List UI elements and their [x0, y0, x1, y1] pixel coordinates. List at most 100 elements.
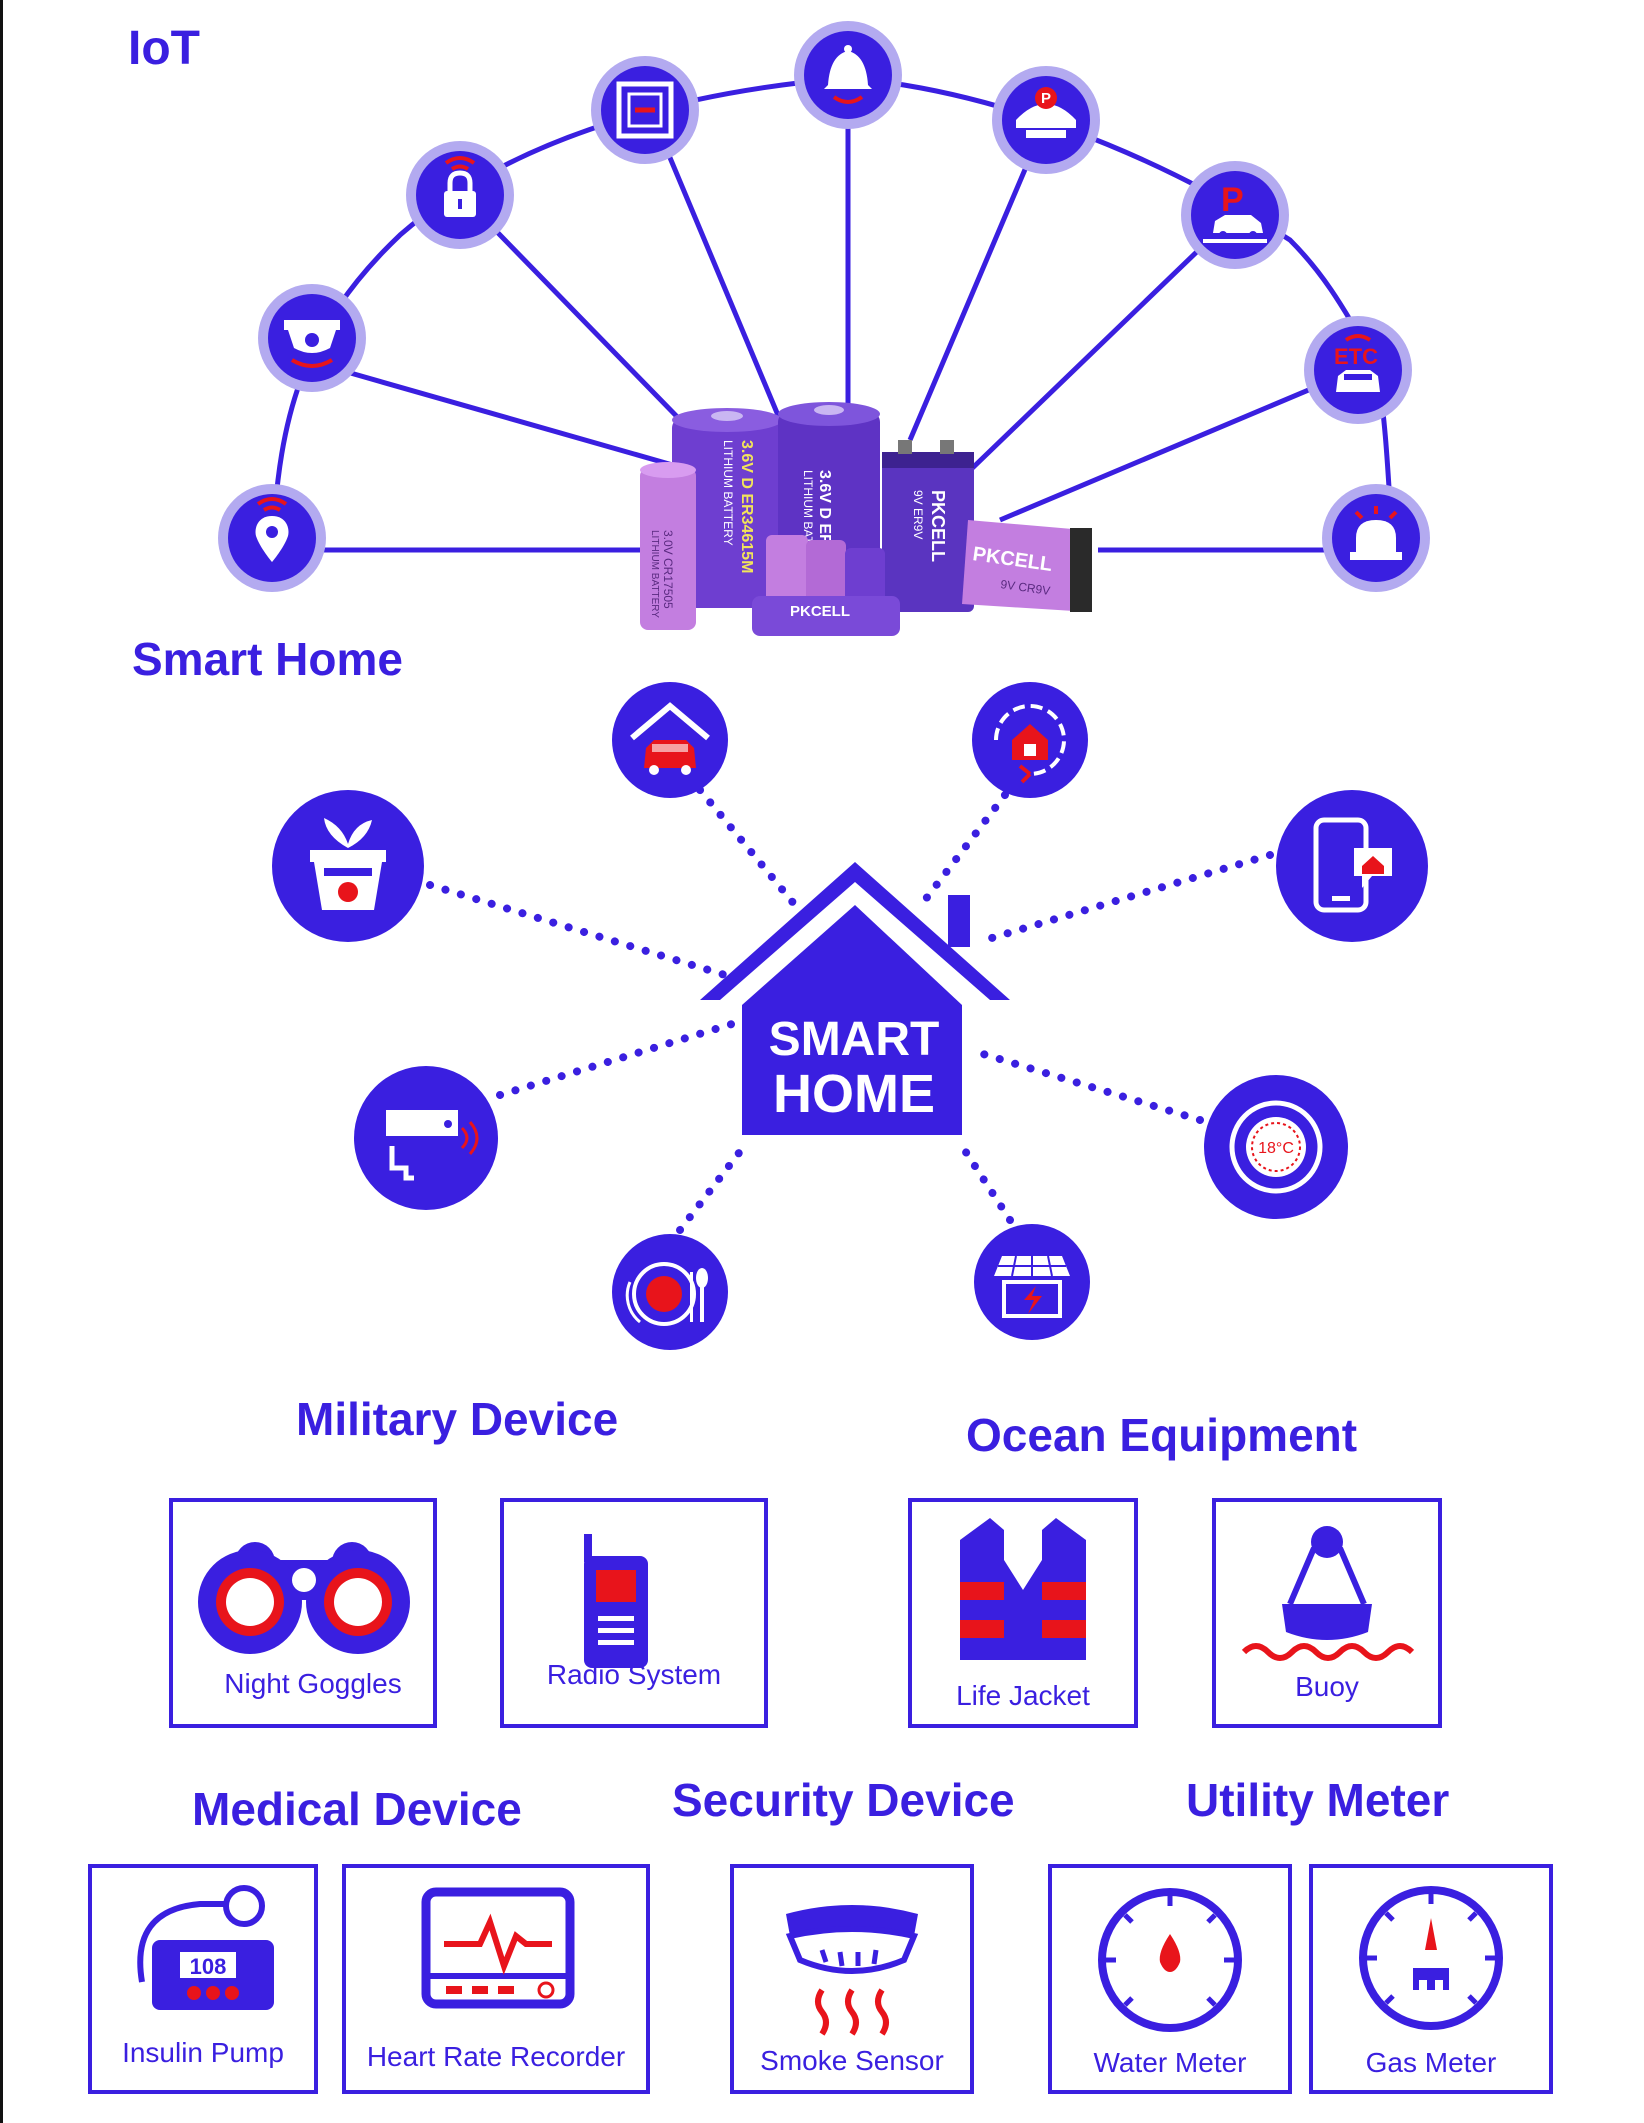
battery-sublabel: 9V CR9V	[1000, 577, 1051, 598]
smart-plant-pot-icon	[310, 818, 386, 910]
air-conditioner-icon	[386, 1110, 479, 1181]
smart-device-phone	[1276, 790, 1428, 942]
iot-node-camera	[258, 284, 366, 392]
battery-sublabel: LITHIUM BATTERY	[649, 530, 660, 618]
card-label: Smoke Sensor	[760, 2045, 944, 2076]
smart-device-garage	[612, 682, 728, 798]
medical-title: Medical Device	[192, 1783, 522, 1835]
battery-label: 3.6V D ER34615M	[738, 440, 755, 573]
iot-spoke	[339, 367, 691, 473]
iot-spoke	[907, 119, 1049, 441]
card-water-meter[interactable]: Water Meter	[1048, 1864, 1292, 2094]
house-label-line1: SMART	[769, 1013, 940, 1066]
security-section: Security Device Smoke Sensor	[672, 1774, 1015, 2094]
life-jacket-icon	[960, 1518, 1086, 1660]
battery-cr9v: PKCELL 9V CR9V	[962, 520, 1092, 612]
parking-car-icon: P	[1203, 181, 1267, 243]
iot-node-location	[218, 484, 326, 592]
thermostat-reading: 18°C	[1258, 1140, 1294, 1157]
location-pin-icon	[255, 497, 289, 562]
ocean-title: Ocean Equipment	[966, 1409, 1357, 1461]
battery-cluster: 3.6V D ER34615M LITHIUM BATTERY 3.6V D E…	[640, 402, 1092, 636]
battery-sublabel: 9V ER9V	[911, 490, 925, 539]
iot-spoke	[461, 195, 692, 432]
military-section: Military Device Night Goggles	[169, 1393, 768, 1728]
heart-monitor-icon	[421, 1887, 575, 2009]
card-smoke-sensor[interactable]: Smoke Sensor	[730, 1864, 974, 2094]
alarm-bell-icon	[824, 45, 872, 104]
smart-home-section: Smart Home SMART HOME	[132, 633, 1428, 1350]
card-label: Radio System	[547, 1659, 721, 1690]
battery-label: PKCELL	[928, 490, 948, 562]
card-heart-rate-recorder[interactable]: Heart Rate Recorder	[342, 1864, 650, 2094]
battery-label: 3.0V CR17505	[661, 530, 675, 609]
security-camera-icon	[284, 320, 340, 368]
iot-node-parking-barrier: P	[992, 66, 1100, 174]
phone-home-icon	[1313, 817, 1392, 913]
utility-title: Utility Meter	[1186, 1774, 1449, 1826]
battery-label: 3.6V D ER	[816, 470, 833, 546]
military-title: Military Device	[296, 1393, 618, 1445]
iot-node-warning	[1322, 484, 1430, 592]
thermostat-icon: 18°C	[1229, 1100, 1323, 1194]
night-goggles-icon	[198, 1542, 410, 1654]
buoy-icon	[1241, 1526, 1415, 1661]
card-gas-meter[interactable]: Gas Meter	[1309, 1864, 1553, 2094]
card-life-jacket[interactable]: Life Jacket	[908, 1498, 1138, 1728]
left-border	[0, 0, 3, 2123]
home-refresh-icon	[994, 704, 1066, 784]
battery-small-cells	[766, 535, 885, 608]
card-label: Heart Rate Recorder	[367, 2041, 625, 2072]
iot-spoke	[647, 109, 783, 421]
smart-home-house: SMART HOME	[700, 862, 1010, 1135]
etc-car-icon: ETC	[1334, 334, 1380, 392]
svg-text:ETC: ETC	[1334, 344, 1378, 369]
iot-node-safe	[591, 56, 699, 164]
card-night-goggles[interactable]: Night Goggles	[169, 1498, 437, 1728]
insulin-pump-icon: 108	[137, 1885, 274, 2010]
card-label: Night Goggles	[224, 1668, 401, 1699]
smart-home-title: Smart Home	[132, 633, 403, 685]
smart-device-plant	[272, 790, 424, 942]
gas-meter-icon	[1359, 1886, 1503, 2030]
svg-text:P: P	[1041, 90, 1051, 107]
card-label: Gas Meter	[1366, 2047, 1497, 2078]
smart-device-thermostat: 18°C	[1204, 1075, 1348, 1219]
card-radio-system[interactable]: Radio System	[500, 1498, 768, 1728]
card-label: Insulin Pump	[122, 2037, 284, 2068]
security-title: Security Device	[672, 1774, 1015, 1826]
battery-er9v: PKCELL 9V ER9V	[882, 440, 974, 612]
iot-node-parking-car: P	[1181, 161, 1289, 269]
iot-section: IoT	[128, 21, 1430, 636]
smart-device-cooking	[612, 1234, 728, 1350]
pump-reading: 108	[190, 1954, 227, 1979]
card-label: Life Jacket	[956, 1680, 1090, 1711]
iot-title: IoT	[128, 22, 200, 75]
utility-section: Utility Meter Water Meter Gas Meter	[1048, 1774, 1553, 2094]
iot-node-lock	[406, 141, 514, 249]
ocean-section: Ocean Equipment Life Jacket Bu	[908, 1409, 1442, 1728]
radio-icon	[584, 1534, 648, 1668]
card-label: Buoy	[1295, 1671, 1359, 1702]
medical-section: Medical Device 108 Insulin Pump	[88, 1783, 650, 2094]
battery-er34615: 3.6V D ER34615M LITHIUM BATTERY	[672, 408, 782, 608]
smoke-sensor-icon	[785, 1905, 919, 2036]
smart-home-links	[426, 786, 1274, 1234]
card-insulin-pump[interactable]: 108 Insulin Pump	[88, 1864, 318, 2094]
battery-sublabel: LITHIUM BATTERY	[721, 440, 735, 546]
parking-barrier-icon: P	[1016, 87, 1076, 138]
smart-device-solar	[974, 1224, 1090, 1340]
svg-text:P: P	[1221, 181, 1244, 219]
battery-aa-lying: PKCELL	[752, 596, 900, 636]
smart-device-home-refresh	[972, 682, 1088, 798]
battery-cr17505: 3.0V CR17505 LITHIUM BATTERY	[640, 462, 696, 630]
card-buoy[interactable]: Buoy	[1212, 1498, 1442, 1728]
house-label-line2: HOME	[773, 1064, 935, 1124]
iot-spoke	[958, 213, 1237, 482]
smart-device-ac	[354, 1066, 498, 1210]
safe-box-icon	[616, 81, 674, 139]
iot-node-bell	[794, 21, 902, 129]
battery-label: PKCELL	[790, 603, 850, 620]
water-meter-icon	[1098, 1888, 1242, 2032]
